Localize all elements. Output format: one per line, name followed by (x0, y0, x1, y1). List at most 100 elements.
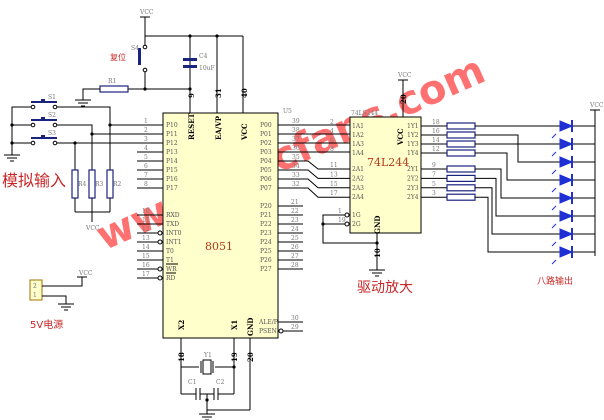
led-icon (551, 174, 574, 193)
pin-number: 21 (291, 199, 299, 206)
pin-number: 10 (373, 248, 382, 258)
led-light-arrow (551, 187, 557, 193)
bus-wire (278, 178, 350, 189)
switch-contact (30, 104, 36, 110)
pin-number: 6 (330, 137, 334, 144)
switch-button (41, 99, 45, 102)
led-triangle (559, 210, 574, 222)
power-connector (29, 279, 43, 301)
led-wire (475, 143, 560, 163)
pin-label: P21 (260, 212, 272, 219)
cap-c4-value: 10uF (199, 65, 215, 72)
junction-dot (321, 222, 325, 226)
wire (42, 295, 67, 300)
led-icon (551, 246, 574, 265)
capacitor-c4 (183, 65, 197, 68)
pin-label: 1Y4 (407, 150, 419, 157)
junction-dot (188, 87, 192, 91)
pin-number: 18 (177, 352, 186, 362)
ground-icon (199, 413, 215, 420)
pin-label: 2A1 (352, 166, 364, 173)
pin-label: RESET (187, 112, 196, 140)
resistor (446, 193, 476, 201)
pin-number: 14 (432, 137, 440, 144)
led-triangle (559, 174, 574, 186)
pin-number: 2 (144, 127, 148, 134)
pin-label: P10 (166, 122, 178, 129)
switch-button (41, 135, 45, 138)
pin-number: 32 (292, 181, 300, 188)
led-icon (551, 138, 574, 157)
pin-number: 9 (432, 162, 436, 169)
vcc-label: VCC (589, 102, 604, 109)
pin-number: 13 (330, 171, 338, 178)
cap-c4-label: C4 (199, 53, 208, 60)
pin-label: P14 (166, 158, 178, 165)
resistor (99, 85, 129, 93)
junction-dot (188, 34, 192, 38)
led-icon (551, 156, 574, 175)
bus-wire (278, 160, 350, 170)
pin-label: 1A3 (352, 141, 364, 148)
pin-label: INT0 (166, 230, 182, 237)
reset-switch-s4 (138, 48, 141, 65)
pin-number: 10 (142, 208, 150, 215)
led-wire (475, 168, 560, 199)
pin-label: P24 (260, 239, 272, 246)
ground-icon (75, 99, 91, 107)
pin-label: PSEN (259, 328, 277, 335)
pin-number: 3 (144, 136, 148, 143)
resistor-label: R4 (78, 181, 87, 188)
pin-number: 9 (187, 93, 196, 98)
pin-number: 24 (291, 226, 299, 233)
resistor-r1-label: R1 (108, 78, 116, 85)
pin-number: 5 (432, 181, 436, 188)
resistor (446, 131, 476, 139)
pin-label: P01 (260, 131, 272, 138)
led-light-arrow (551, 259, 557, 265)
pin-number: 8 (330, 146, 334, 153)
junction-dot (215, 34, 219, 38)
pin-number: 38 (292, 127, 300, 134)
mcu-8051-chip (162, 112, 279, 339)
led-light-arrow (551, 151, 557, 157)
resistor (446, 174, 476, 182)
wire (57, 124, 93, 170)
pin-label: P23 (260, 230, 272, 237)
switch-label: S1 (48, 94, 56, 101)
pin-number: 27 (291, 253, 299, 260)
resistor (446, 140, 476, 148)
pin-number: 40 (240, 88, 249, 98)
pin-label: VCC (240, 123, 249, 141)
inversion-bubble (157, 275, 163, 281)
pin-number: 5 (144, 154, 148, 161)
crystal-label: Y1 (203, 352, 212, 359)
led-wire (475, 187, 560, 235)
led-light-arrow (551, 205, 557, 211)
resistor-label: R3 (95, 181, 104, 188)
pin-number: 20 (246, 352, 255, 362)
pin-label: 2G (352, 221, 361, 228)
led-icon (551, 120, 574, 139)
buffer-74ls244-chip (349, 116, 422, 234)
pin-label: 2Y3 (407, 185, 419, 192)
pin-label: 2A2 (352, 175, 364, 182)
pin-label: P05 (260, 167, 272, 174)
pin-number: 25 (291, 235, 299, 242)
pin-label: 1Y2 (407, 132, 419, 139)
pin-label: P26 (260, 257, 272, 264)
pin-label: P03 (260, 149, 272, 156)
pin-number: 17 (330, 190, 338, 197)
pin-number: 23 (291, 217, 299, 224)
wire (57, 106, 111, 170)
led-light-arrow (551, 241, 557, 247)
bus-wire (278, 169, 350, 179)
vcc-label: VCC (397, 72, 412, 79)
led-light-arrow (551, 133, 557, 139)
wire (322, 214, 377, 244)
switch-contact (52, 140, 58, 146)
pin-number: 20 (399, 94, 408, 104)
pin-number: 16 (432, 128, 440, 135)
